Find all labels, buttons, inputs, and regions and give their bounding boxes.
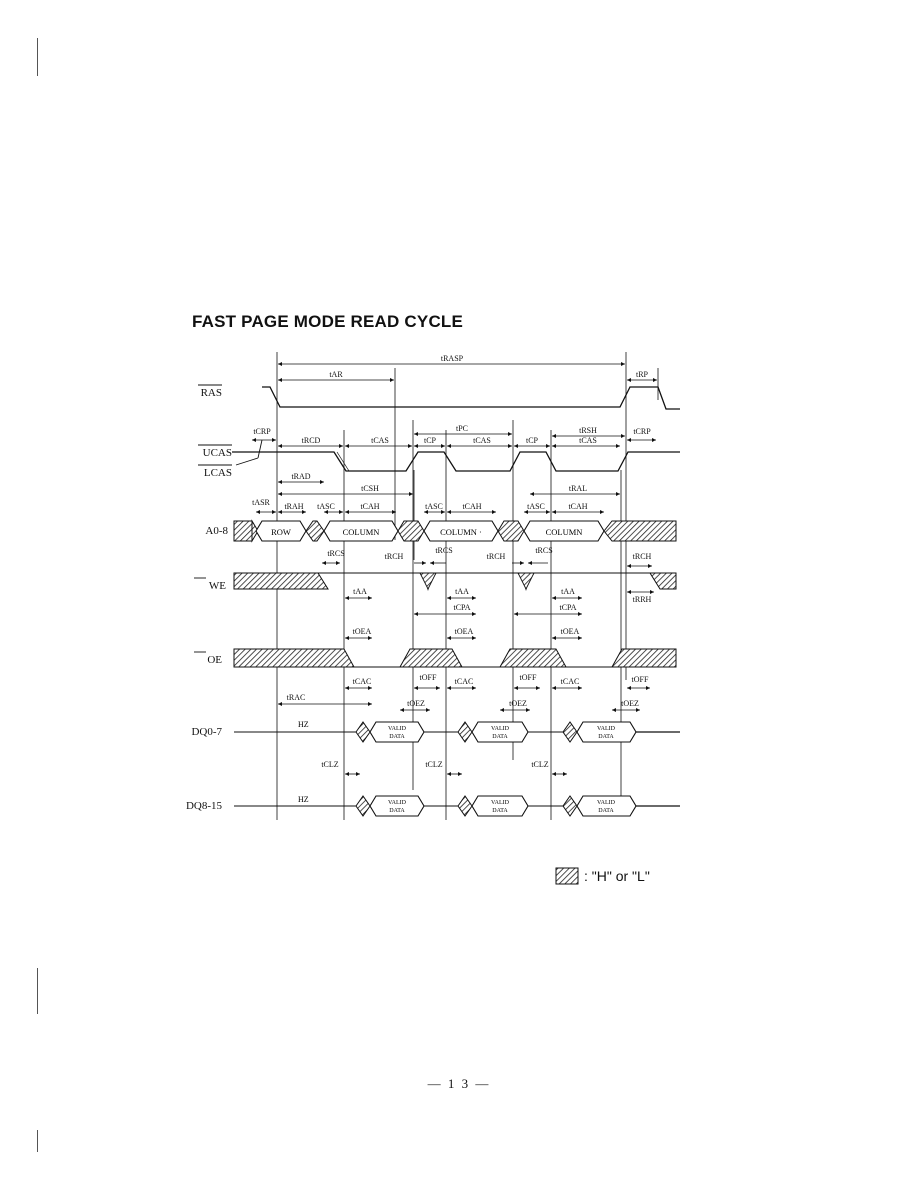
label-tcpa-2: tCPA <box>559 603 576 612</box>
signal-we: WE <box>209 580 226 592</box>
label-tcas-1: tCAS <box>371 436 389 445</box>
label-taa-2: tAA <box>455 587 469 596</box>
label-tral: tRAL <box>569 484 587 493</box>
label-trch-1: tRCH <box>385 552 404 561</box>
address-column-1: COLUMN <box>343 527 380 537</box>
label-tcpa-1: tCPA <box>453 603 470 612</box>
label-tcrp-1: tCRP <box>253 427 271 436</box>
dq0-data-3: DATA <box>598 734 614 740</box>
label-tasr: tASR <box>252 498 270 507</box>
dq0-7-waveform: VALID DATA VALID DATA VALID DATA HZ <box>234 720 680 743</box>
label-tar: tAR <box>329 370 343 379</box>
dq8-valid-1: VALID <box>388 800 407 806</box>
address-row: ROW <box>271 527 291 537</box>
dq0-valid-1: VALID <box>388 726 407 732</box>
oe-waveform <box>233 648 677 668</box>
label-tasc-3: tASC <box>527 502 545 511</box>
label-tcah-1: tCAH <box>360 502 379 511</box>
label-toez-1: tOEZ <box>407 699 425 708</box>
signal-address: A0-8 <box>205 525 228 537</box>
signal-ucas: UCAS <box>203 447 232 459</box>
label-toez-2: tOEZ <box>509 699 527 708</box>
label-tcas-2: tCAS <box>473 436 491 445</box>
legend-text: : "H" or "L" <box>584 868 650 884</box>
signal-dq0-7: DQ0-7 <box>191 726 222 738</box>
label-tcah-3: tCAH <box>568 502 587 511</box>
label-trac: tRAC <box>287 693 306 702</box>
lcas-pointer-up <box>257 439 263 459</box>
signal-lcas: LCAS <box>204 467 232 479</box>
label-tasc-2: tASC <box>425 502 443 511</box>
dq0-valid-2: VALID <box>491 726 510 732</box>
binder-mark-bottom <box>37 1130 38 1152</box>
dq8-valid-2: VALID <box>491 800 510 806</box>
dq0-data-2: DATA <box>492 734 508 740</box>
page-number: — 1 3 — <box>427 1076 491 1091</box>
label-trch-2: tRCH <box>487 552 506 561</box>
label-trcs-2: tRCS <box>435 546 452 555</box>
label-trcs-1: tRCS <box>327 549 344 558</box>
label-tcah-2: tCAH <box>462 502 481 511</box>
dq0-data-1: DATA <box>389 734 405 740</box>
ras-waveform <box>262 386 680 410</box>
legend-hatch-swatch <box>555 867 579 885</box>
label-tcac-2: tCAC <box>455 677 474 686</box>
label-trch-3: tRCH <box>633 552 652 561</box>
dq8-15-waveform: VALID DATA VALID DATA VALID DATA HZ <box>234 795 680 817</box>
label-tclz-2: tCLZ <box>425 760 442 769</box>
label-toea-2: tOEA <box>455 627 474 636</box>
label-toea-3: tOEA <box>561 627 580 636</box>
label-toff-2: tOFF <box>520 673 537 682</box>
label-trcd: tRCD <box>302 436 321 445</box>
signal-dq8-15: DQ8-15 <box>186 800 223 812</box>
legend: : "H" or "L" <box>555 867 650 885</box>
label-tcac-1: tCAC <box>353 677 372 686</box>
cas-waveform-shadow <box>336 451 350 472</box>
label-taa-1: tAA <box>353 587 367 596</box>
signal-ras: RAS <box>201 387 222 399</box>
label-tcsh: tCSH <box>361 484 379 493</box>
label-tasc-1: tASC <box>317 502 335 511</box>
dq0-valid-3: VALID <box>597 726 616 732</box>
dq8-valid-3: VALID <box>597 800 616 806</box>
we-waveform <box>233 572 677 592</box>
label-tcp-1: tCP <box>424 436 437 445</box>
binder-mark-top <box>37 38 38 76</box>
lcas-pointer <box>235 457 259 466</box>
label-taa-3: tAA <box>561 587 575 596</box>
cas-waveform <box>232 451 680 472</box>
dq0-hz: HZ <box>298 720 309 729</box>
address-column-3: COLUMN <box>546 527 583 537</box>
label-trah: tRAH <box>284 502 303 511</box>
label-toff-3: tOFF <box>632 675 649 684</box>
label-trp: tRP <box>636 370 649 379</box>
label-tcas-3: tCAS <box>579 436 597 445</box>
binder-mark-mid <box>37 968 38 1014</box>
label-toez-3: tOEZ <box>621 699 639 708</box>
label-trrh: tRRH <box>633 595 652 604</box>
dq8-data-1: DATA <box>389 808 405 814</box>
label-tpc: tPC <box>456 424 468 433</box>
dq8-data-2: DATA <box>492 808 508 814</box>
dq8-data-3: DATA <box>598 808 614 814</box>
label-tcac-3: tCAC <box>561 677 580 686</box>
address-column-2: COLUMN · <box>440 527 482 537</box>
dq8-hz: HZ <box>298 795 309 804</box>
reference-lines <box>276 352 659 820</box>
label-tcp-2: tCP <box>526 436 539 445</box>
signal-oe: OE <box>207 654 222 666</box>
label-tclz-3: tCLZ <box>531 760 548 769</box>
label-trcs-3: tRCS <box>535 546 552 555</box>
label-tcrp-2: tCRP <box>633 427 651 436</box>
label-trsh: tRSH <box>579 426 597 435</box>
label-toff-1: tOFF <box>420 673 437 682</box>
label-trad: tRAD <box>291 472 310 481</box>
label-tclz-1: tCLZ <box>321 760 338 769</box>
label-trasp: tRASP <box>441 354 464 363</box>
page-title: FAST PAGE MODE READ CYCLE <box>192 312 464 331</box>
label-toea-1: tOEA <box>353 627 372 636</box>
address-bus: ROW COLUMN COLUMN · COLUMN <box>233 519 677 543</box>
